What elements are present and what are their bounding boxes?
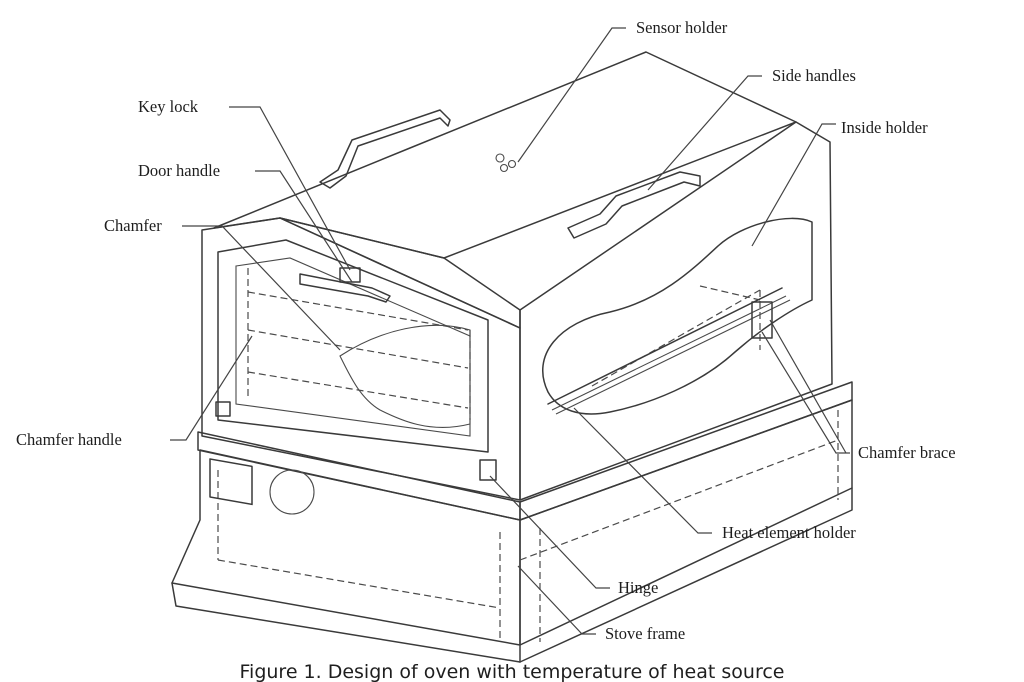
heat-element (547, 287, 791, 415)
hinge-part (479, 459, 497, 481)
stove-skirt (171, 487, 853, 663)
sensor-holder-part (495, 153, 517, 173)
internal-structure (217, 268, 839, 642)
door-handle-part (299, 273, 391, 303)
base-band-side (519, 381, 853, 521)
top-handle (319, 109, 451, 189)
label-stove-frame: Stove frame (605, 624, 685, 643)
label-chamfer: Chamfer (104, 216, 162, 235)
label-side-handles: Side handles (772, 66, 856, 85)
door-cutaway (339, 324, 471, 428)
callout-labels: Sensor holder Side handles Inside holder… (16, 18, 956, 643)
label-chamfer-handle: Chamfer handle (16, 430, 122, 449)
right-side-wall (519, 121, 833, 501)
control-panel (209, 458, 253, 506)
label-door-handle: Door handle (138, 161, 220, 180)
label-key-lock: Key lock (138, 97, 199, 116)
oven-body (171, 51, 853, 663)
chamfer-handle-part (215, 401, 231, 417)
front-panel (201, 217, 521, 501)
label-sensor-holder: Sensor holder (636, 18, 728, 37)
side-handle-part (567, 171, 701, 239)
label-chamfer-brace: Chamfer brace (858, 443, 956, 462)
figure-caption: Figure 1. Design of oven with temperatur… (240, 661, 785, 682)
stove-front (171, 449, 521, 646)
door-frame (217, 239, 489, 453)
chamfer-brace-part (751, 301, 773, 339)
label-hinge: Hinge (618, 578, 658, 597)
label-inside-holder: Inside holder (841, 118, 928, 137)
control-knob (269, 469, 315, 515)
side-cutaway (542, 217, 813, 415)
leader-lines (170, 27, 850, 635)
label-heat-element-holder: Heat element holder (722, 523, 856, 542)
key-lock-part (339, 267, 361, 283)
